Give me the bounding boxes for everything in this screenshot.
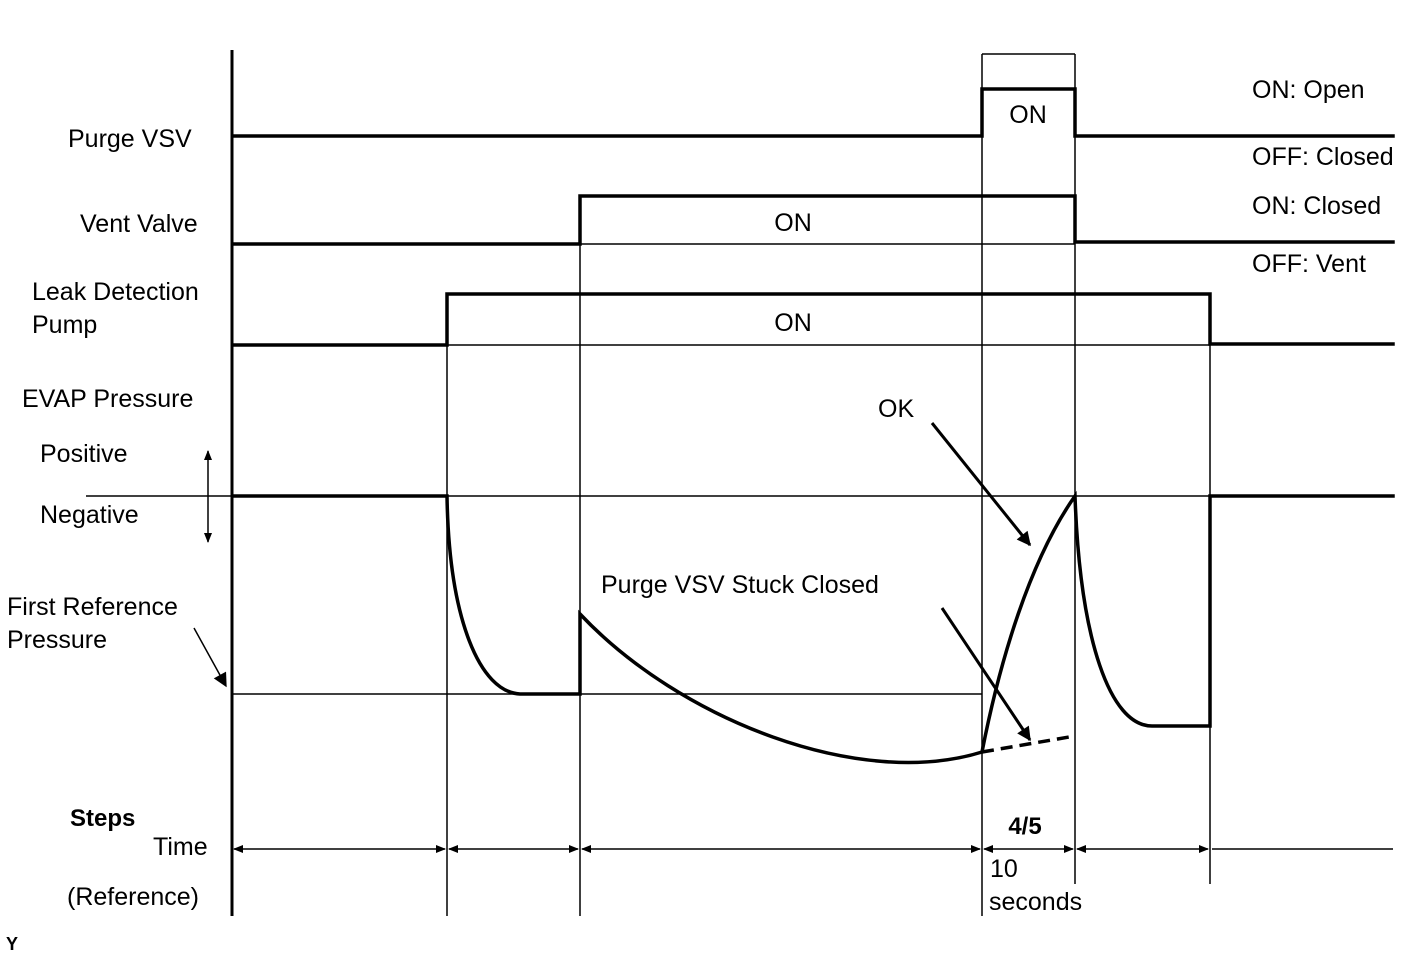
vent-valve-row: Vent Valve ON ON: Closed OFF: Vent xyxy=(80,192,1395,278)
stuck-closed-curve xyxy=(981,734,1076,754)
evap-pressure-title: EVAP Pressure xyxy=(22,385,193,413)
purge-vsv-signal xyxy=(232,87,1395,138)
steps-title: Steps xyxy=(70,805,135,832)
evap-pressure-curve xyxy=(232,490,1395,765)
vent-valve-label: Vent Valve xyxy=(80,210,198,238)
leak-pump-row: Leak Detection Pump ON xyxy=(32,278,1395,347)
stuck-closed-label: Purge VSV Stuck Closed xyxy=(601,571,879,599)
vent-valve-state-off: OFF: Vent xyxy=(1252,250,1366,278)
time-label: Time xyxy=(153,833,208,861)
leak-pump-label-1: Leak Detection xyxy=(32,278,199,306)
duration-line-1: 10 xyxy=(990,855,1018,883)
vent-valve-state-on: ON: Closed xyxy=(1252,192,1381,220)
ok-label: OK xyxy=(878,395,914,423)
purge-vsv-row: Purge VSV ON ON: Open OFF: Closed xyxy=(68,76,1395,171)
reference-label: (Reference) xyxy=(67,883,199,911)
purge-vsv-label: Purge VSV xyxy=(68,125,192,153)
leak-pump-label-2: Pump xyxy=(32,311,97,339)
step-boundaries xyxy=(446,53,1211,916)
purge-vsv-state-on: ON: Open xyxy=(1252,76,1365,104)
purge-vsv-state-off: OFF: Closed xyxy=(1252,143,1394,171)
positive-label: Positive xyxy=(40,440,128,468)
corner-mark: Y xyxy=(6,934,18,954)
vent-valve-on-text: ON xyxy=(774,209,812,237)
leak-pump-on-text: ON xyxy=(774,309,812,337)
first-ref-arrow xyxy=(193,627,227,688)
stuck-closed-arrow xyxy=(940,607,1032,742)
purge-vsv-on-text: ON xyxy=(1009,101,1047,129)
negative-label: Negative xyxy=(40,501,139,529)
evap-pressure-row: EVAP Pressure Positive Negative First Re… xyxy=(7,385,1395,765)
leak-pump-signal xyxy=(232,292,1395,347)
duration-line-2: seconds xyxy=(989,888,1082,916)
ok-arrow xyxy=(930,422,1032,547)
step-label: 4/5 xyxy=(1008,813,1041,840)
vent-valve-signal xyxy=(232,194,1395,246)
steps-row: Steps Time (Reference) 4/5 10 seconds xyxy=(67,805,1393,916)
first-ref-label-2: Pressure xyxy=(7,626,107,654)
first-ref-label-1: First Reference xyxy=(7,593,178,621)
